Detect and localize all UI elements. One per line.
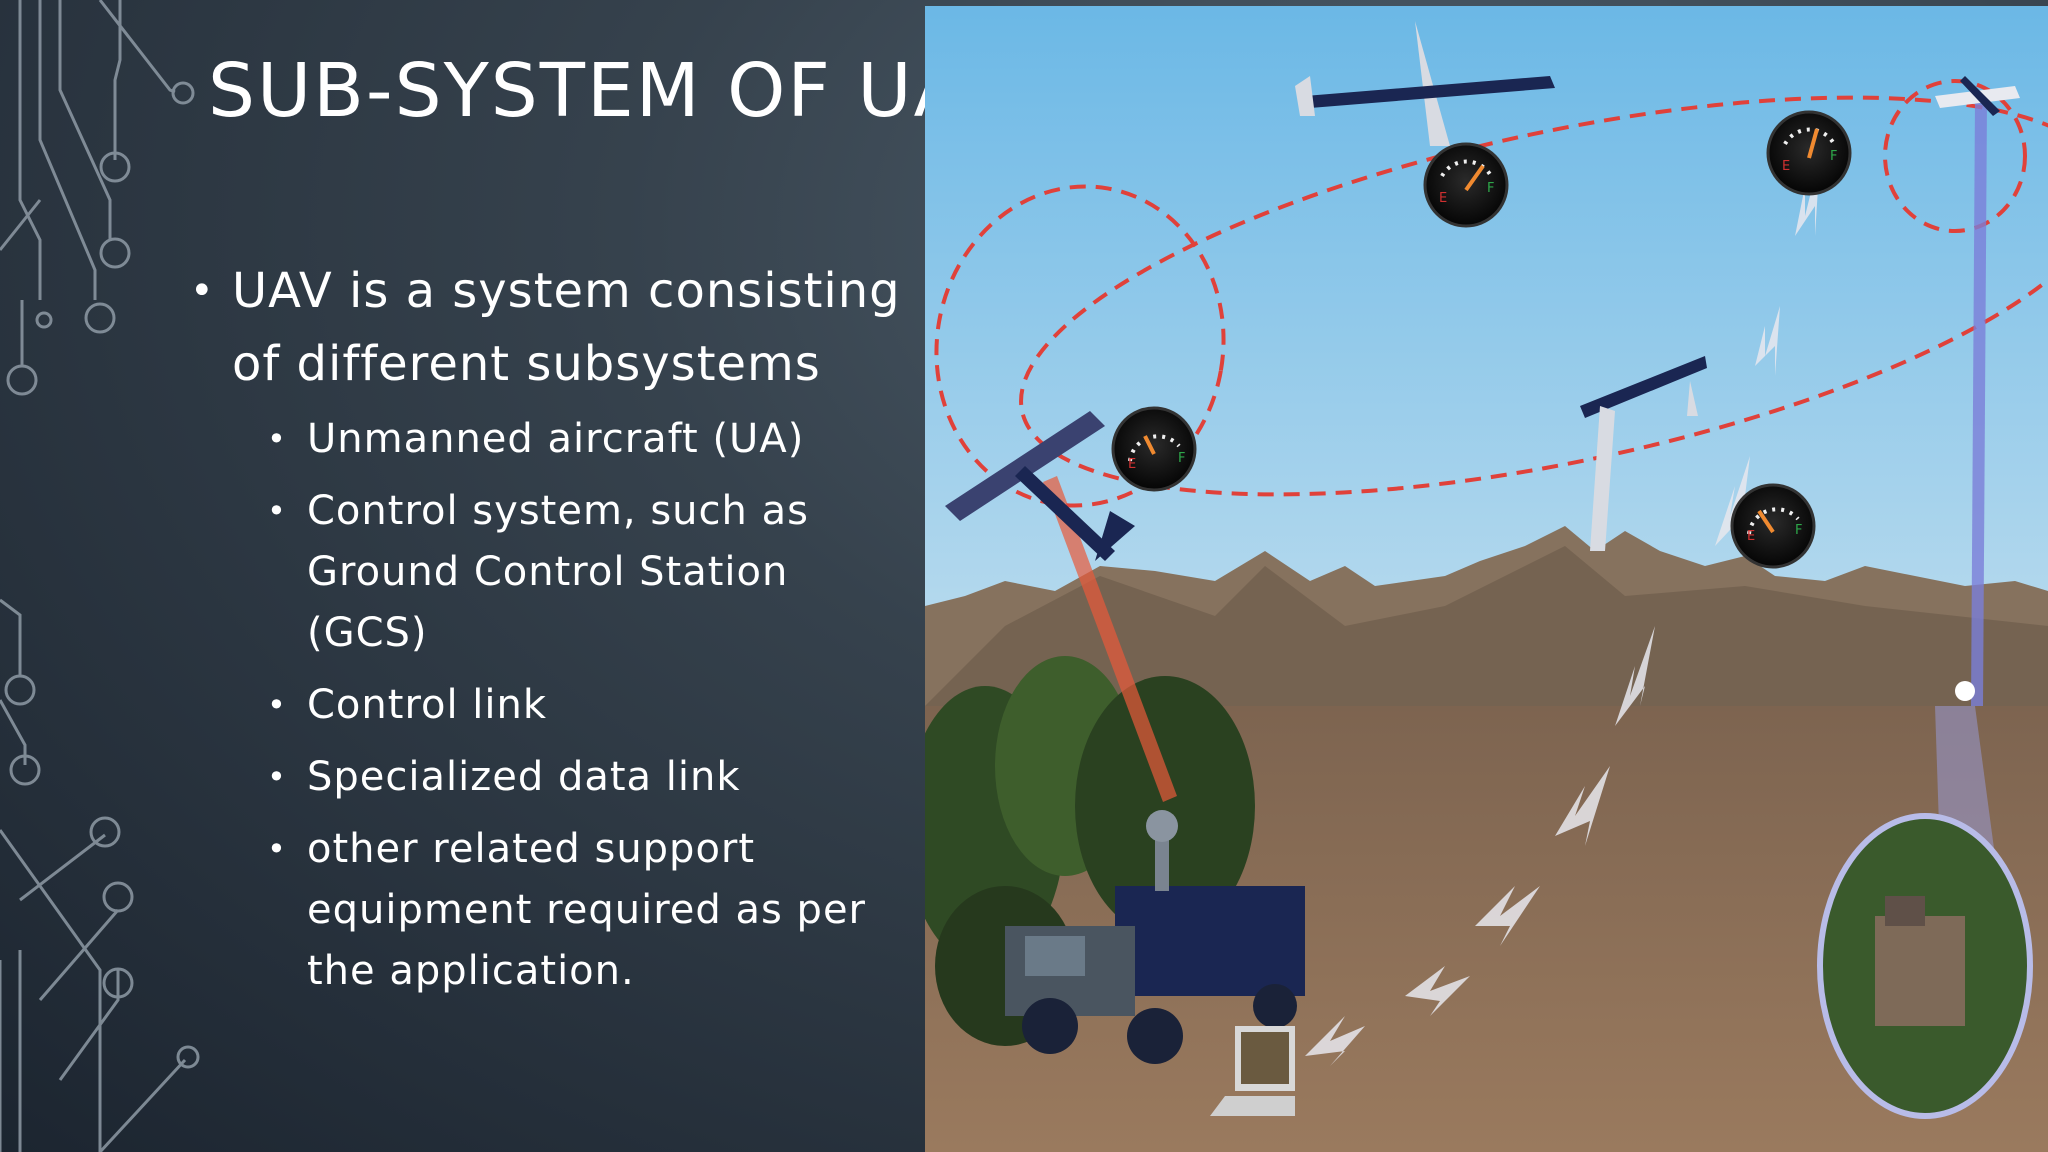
- bullet-list: UAV is a system consisting of different …: [190, 255, 910, 1013]
- sub-bullet: Unmanned aircraft (UA): [267, 409, 910, 470]
- svg-text:E: E: [1128, 457, 1136, 472]
- sub-bullet: Specialized data link: [267, 747, 910, 808]
- svg-text:F: F: [1830, 149, 1837, 164]
- lightning-link-icon: [1305, 156, 1820, 1066]
- sub-bullet-list: Unmanned aircraft (UA) Control system, s…: [190, 409, 910, 1002]
- sub-bullet: other related support equipment required…: [267, 819, 910, 1002]
- control-beam: [1043, 476, 1177, 802]
- uav-aircraft-icon: [1935, 76, 2020, 116]
- fuel-gauge-icon: E F: [1730, 483, 1816, 569]
- tank-target-icon: [1817, 813, 2033, 1119]
- svg-text:E: E: [1747, 529, 1755, 544]
- slide-title: SUB-SYSTEM OF UA: [208, 48, 967, 134]
- uav-aircraft-icon: [945, 411, 1135, 561]
- svg-text:E: E: [1782, 159, 1790, 174]
- circuit-decoration: [0, 0, 200, 1152]
- sky: [925, 6, 2048, 656]
- svg-text:F: F: [1178, 451, 1185, 466]
- uav-aircraft-icon: [1295, 21, 1555, 146]
- svg-text:F: F: [1487, 181, 1494, 196]
- svg-text:F: F: [1795, 523, 1802, 538]
- uav-aircraft-icon: [1580, 356, 1707, 551]
- uav-system-illustration: E F E F E F E F: [925, 6, 2048, 1152]
- ground-control-truck-icon: [1005, 810, 1305, 1064]
- fuel-gauge-icon: E F: [1766, 110, 1852, 196]
- main-bullet: UAV is a system consisting of different …: [190, 255, 910, 401]
- sub-bullet: Control link: [267, 675, 910, 736]
- sub-bullet: Control system, such as Ground Control S…: [267, 481, 910, 664]
- fuel-gauge-icon: E F: [1111, 406, 1197, 492]
- fuel-gauge-icon: E F: [1423, 142, 1509, 228]
- laptop-icon: [1210, 1026, 1295, 1116]
- svg-text:E: E: [1439, 191, 1447, 206]
